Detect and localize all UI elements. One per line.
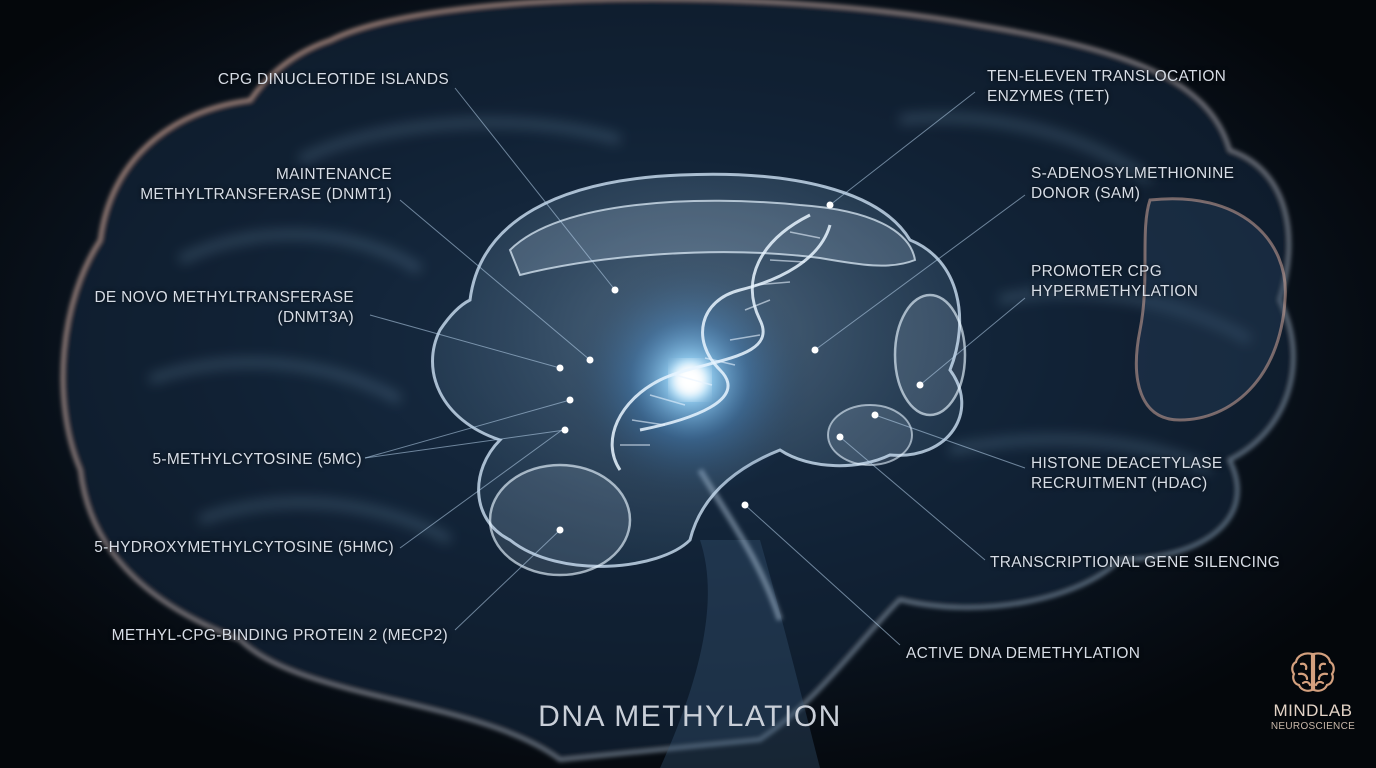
- label-sam: S-ADENOSYLMETHIONINE DONOR (SAM): [1031, 165, 1235, 202]
- logo-subtitle: NEUROSCIENCE: [1270, 721, 1356, 732]
- logo-name: MINDLAB: [1273, 701, 1353, 720]
- label-tet: TEN-ELEVEN TRANSLOCATION ENZYMES (TET): [987, 68, 1227, 105]
- inner-brain: [431, 172, 967, 621]
- label-5mc: 5-METHYLCYTOSINE (5MC): [152, 451, 362, 468]
- connector-dots: [556, 201, 924, 534]
- label-dnmt1: MAINTENANCE METHYLTRANSFERASE (DNMT1): [140, 166, 392, 203]
- label-cpg-islands: CPG DINUCLEOTIDE ISLANDS: [217, 71, 449, 88]
- label-dnmt3a: DE NOVO METHYLTRANSFERASE (DNMT3A): [94, 289, 354, 326]
- label-promoter: PROMOTER CPG HYPERMETHYLATION: [1031, 263, 1199, 300]
- label-silencing: TRANSCRIPTIONAL GENE SILENCING: [990, 554, 1281, 571]
- mindlab-logo: MINDLAB NEUROSCIENCE: [1258, 650, 1368, 732]
- brain-icon: [1291, 652, 1335, 692]
- label-demethylation: ACTIVE DNA DEMETHYLATION: [906, 645, 1141, 662]
- leader-lines: [364, 87, 1026, 646]
- label-5hmc: 5-HYDROXYMETHYLCYTOSINE (5HMC): [94, 539, 394, 556]
- label-mecp2: METHYL-CPG-BINDING PROTEIN 2 (MECP2): [111, 627, 448, 644]
- label-hdac: HISTONE DEACETYLASE RECRUITMENT (HDAC): [1031, 455, 1223, 492]
- dna-helix: [610, 213, 832, 471]
- diagram-title: DNA METHYLATION: [538, 700, 842, 733]
